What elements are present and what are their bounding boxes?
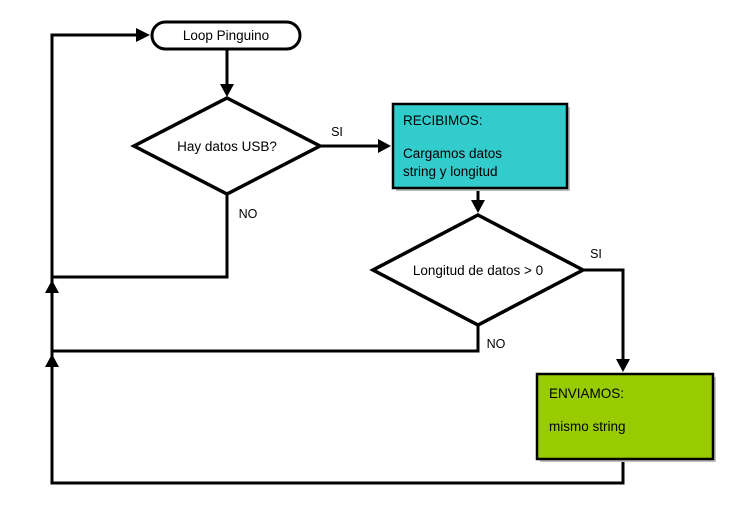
length-decision-no-label: NO [487, 337, 506, 351]
arrowhead-into-start-icon [136, 28, 150, 42]
send-process-title: ENVIAMOS: [549, 386, 624, 401]
receive-process-line2: string y longitud [403, 164, 498, 179]
arrowhead-into-receive-icon [378, 139, 391, 153]
length-decision-diamond [369, 213, 587, 327]
connector-length-no-return [52, 325, 480, 353]
arrowhead-into-send-icon [616, 359, 630, 372]
connector-length-si-to-send [583, 268, 625, 360]
connector-group [50, 33, 625, 485]
arrowhead-into-usb-decision-icon [220, 84, 234, 97]
usb-decision-label: Hay datos USB? [177, 139, 277, 154]
arrowhead-group [45, 28, 630, 372]
connector-return-loop [50, 33, 625, 485]
length-decision-yes-label: SI [590, 247, 602, 261]
usb-decision-yes-label: SI [331, 125, 343, 139]
receive-process-box [391, 102, 569, 190]
usb-decision-diamond [130, 96, 324, 196]
usb-decision-no-label: NO [239, 207, 258, 221]
connector-usb-no-return [52, 194, 229, 279]
start-terminator [150, 20, 302, 51]
start-label: Loop Pinguino [183, 28, 269, 43]
receive-process-title: RECIBIMOS: [403, 113, 483, 128]
arrowhead-into-length-decision-icon [471, 200, 485, 213]
receive-process-line1: Cargamos datos [403, 146, 502, 161]
arrowhead-up-left-line-upper-icon [45, 280, 59, 293]
arrowhead-up-left-line-lower-icon [45, 354, 59, 367]
send-process-box [535, 372, 715, 461]
send-process-line1: mismo string [549, 419, 626, 434]
length-decision-label: Longitud de datos > 0 [413, 263, 543, 278]
